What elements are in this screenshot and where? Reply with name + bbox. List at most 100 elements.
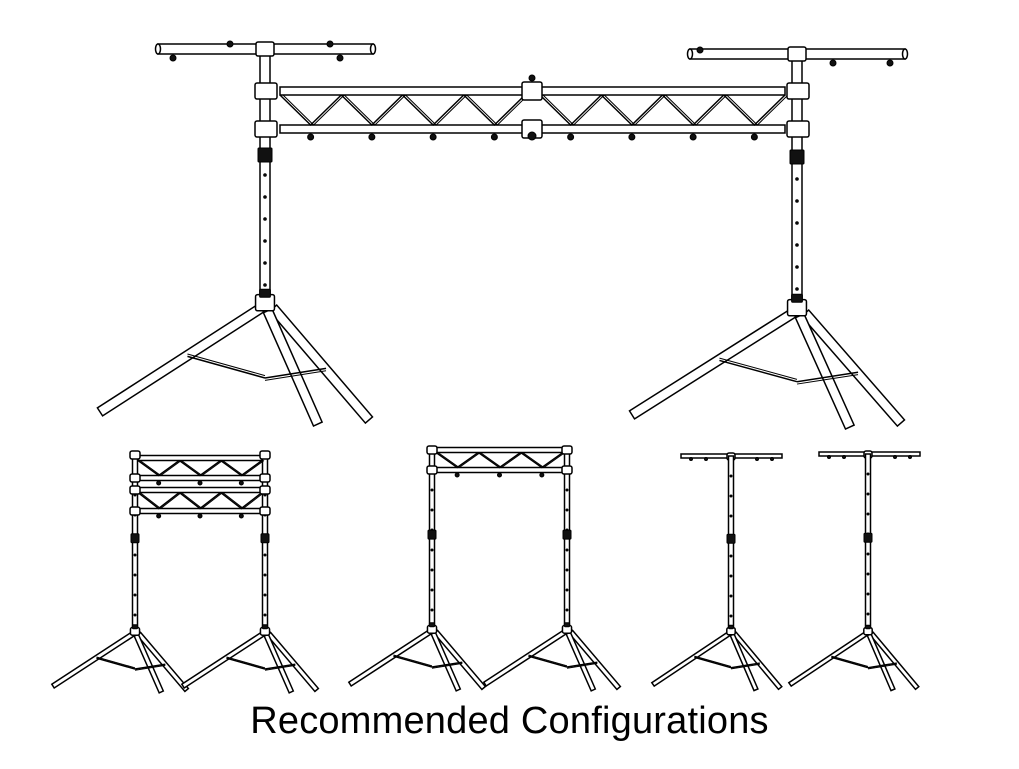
tripod-brace	[867, 662, 897, 669]
tripod-hub-knob	[865, 624, 871, 630]
truss-top-chord	[137, 486, 263, 494]
tripod-brace	[566, 661, 598, 668]
truss-bolt	[454, 472, 460, 478]
truss-bolt	[689, 133, 697, 141]
truss-bolt	[307, 133, 315, 141]
main-rig-two-stands-with-truss	[96, 40, 909, 430]
mast-pin	[263, 283, 267, 287]
mast-pin	[133, 613, 137, 617]
t-bar-knob	[755, 457, 759, 461]
tripod-brace	[431, 661, 463, 668]
truss-coupler	[426, 465, 438, 475]
truss-section	[279, 86, 529, 141]
mast-lock	[863, 532, 873, 543]
truss-top-chord	[539, 86, 786, 96]
t-bar-knob	[886, 59, 894, 67]
tripod-brace	[226, 657, 266, 670]
mast-pin	[263, 573, 267, 577]
tripod-brace	[730, 663, 760, 670]
truss-top-chord	[435, 446, 564, 454]
mast-pin	[565, 508, 569, 512]
mast-pin	[565, 588, 569, 592]
t-bar-end-cap	[901, 48, 909, 60]
truss-webbing-inner	[139, 460, 265, 477]
t-bar-knob	[326, 40, 334, 48]
truss-coupler	[259, 506, 271, 516]
tripod-leg-right	[731, 631, 783, 691]
mast-pin	[866, 512, 870, 516]
tripod-brace	[96, 656, 136, 669]
tripod-brace	[134, 664, 166, 671]
tripod-brace	[528, 654, 568, 667]
tripod-brace	[187, 353, 266, 377]
truss-bolt	[197, 513, 203, 519]
mast-pin	[133, 553, 137, 557]
tripod-brace	[393, 655, 433, 668]
tripod-hub-knob	[791, 293, 803, 303]
mast-pin	[729, 494, 733, 498]
tripod-brace	[393, 654, 433, 667]
mast-pin	[866, 492, 870, 496]
t-bar-knob	[704, 457, 708, 461]
mast-pin	[263, 261, 267, 265]
config-double-truss	[50, 450, 320, 694]
mast-pin	[565, 548, 569, 552]
config-two-t-bar-stands	[650, 450, 921, 692]
tripod-leg-left	[50, 630, 136, 690]
truss-top-chord	[279, 86, 526, 96]
truss-coupler	[786, 82, 810, 100]
truss-bolt	[156, 480, 162, 486]
mast-pin	[263, 593, 267, 597]
t-bar-knob	[226, 40, 234, 48]
tripod-brace	[831, 656, 869, 669]
truss-webbing-inner	[437, 452, 566, 469]
truss-bottom-chord	[279, 124, 526, 134]
truss-webbing	[279, 94, 526, 127]
t-bar-coupler-right	[787, 46, 807, 62]
mast-pin	[795, 265, 799, 269]
mast-pin	[263, 239, 267, 243]
mast-lock	[260, 533, 270, 544]
truss-joint-bolt	[528, 74, 536, 82]
truss-coupler	[129, 450, 141, 460]
truss-bolt	[567, 133, 575, 141]
t-bar-knob	[770, 457, 774, 461]
tripod-brace	[796, 371, 859, 383]
mast-pin	[565, 608, 569, 612]
mast-pin	[729, 554, 733, 558]
mast-lock-left	[257, 147, 273, 163]
mast-pin	[133, 573, 137, 577]
truss-bolt	[497, 472, 502, 478]
tripod-base	[50, 624, 190, 694]
tripod-brace	[566, 662, 598, 669]
tripod-hub-knob	[428, 622, 436, 628]
tripod-brace	[719, 359, 798, 383]
tripod-leg-left	[347, 628, 433, 688]
truss-bottom-chord	[539, 124, 786, 134]
t-bar-knob	[893, 455, 897, 459]
truss-bolt	[197, 480, 203, 486]
t-bar-end-cap	[369, 43, 377, 55]
tripod-brace	[226, 656, 266, 669]
tripod-brace	[96, 657, 136, 670]
truss-bolt	[490, 133, 498, 141]
tripod-leg-right	[268, 303, 374, 425]
t-bar-knob	[908, 455, 912, 459]
truss-webbing-inner	[282, 94, 529, 126]
truss-joint	[521, 81, 543, 101]
t-bar-knob	[827, 455, 831, 459]
tripod-brace	[187, 355, 266, 379]
mast-pin	[866, 472, 870, 476]
tripod-base	[180, 624, 320, 694]
tripod-leg-left	[96, 303, 265, 417]
tripod-brace	[264, 370, 327, 381]
recommended-configurations-caption: Recommended Configurations	[250, 700, 769, 742]
tripod-base	[482, 622, 622, 692]
mast-lock	[562, 529, 572, 540]
tripod-brace	[867, 663, 897, 670]
tripod-leg-left	[787, 630, 869, 688]
truss-coupler	[254, 120, 278, 138]
truss-webbing-inner	[542, 94, 789, 126]
tripod-brace	[694, 655, 732, 668]
tripod-leg-left	[180, 630, 266, 690]
